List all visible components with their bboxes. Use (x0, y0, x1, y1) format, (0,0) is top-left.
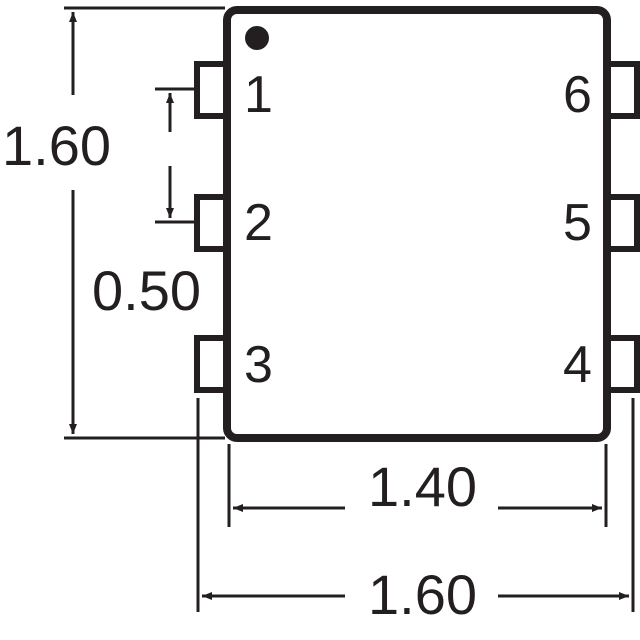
pin-pad-2 (194, 194, 230, 252)
pin-label-1: 1 (244, 66, 273, 124)
height-dimension: 1.60 (2, 6, 225, 440)
pin-pad-3 (194, 335, 230, 393)
pin-pad-5 (604, 194, 640, 252)
package-body (223, 6, 611, 442)
pin-label-4: 4 (563, 336, 592, 394)
pin-label-5: 5 (563, 194, 592, 252)
pin-pad-1 (194, 61, 230, 119)
pin-label-6: 6 (563, 66, 592, 124)
body-width-dimension: 1.40 (227, 444, 608, 527)
pin1-marker-dot (245, 26, 269, 50)
height-label: 1.60 (2, 114, 111, 177)
pin-label-3: 3 (244, 336, 273, 394)
pin-pad-4 (604, 335, 640, 393)
pin-label-2: 2 (244, 194, 273, 252)
overall-width-label: 1.60 (368, 563, 477, 626)
overall-width-dimension: 1.60 (196, 398, 635, 626)
body-width-label: 1.40 (368, 455, 477, 518)
pitch-label: 0.50 (92, 259, 201, 322)
pin-pad-6 (604, 61, 640, 119)
pitch-dimension: 0.50 (92, 87, 201, 322)
